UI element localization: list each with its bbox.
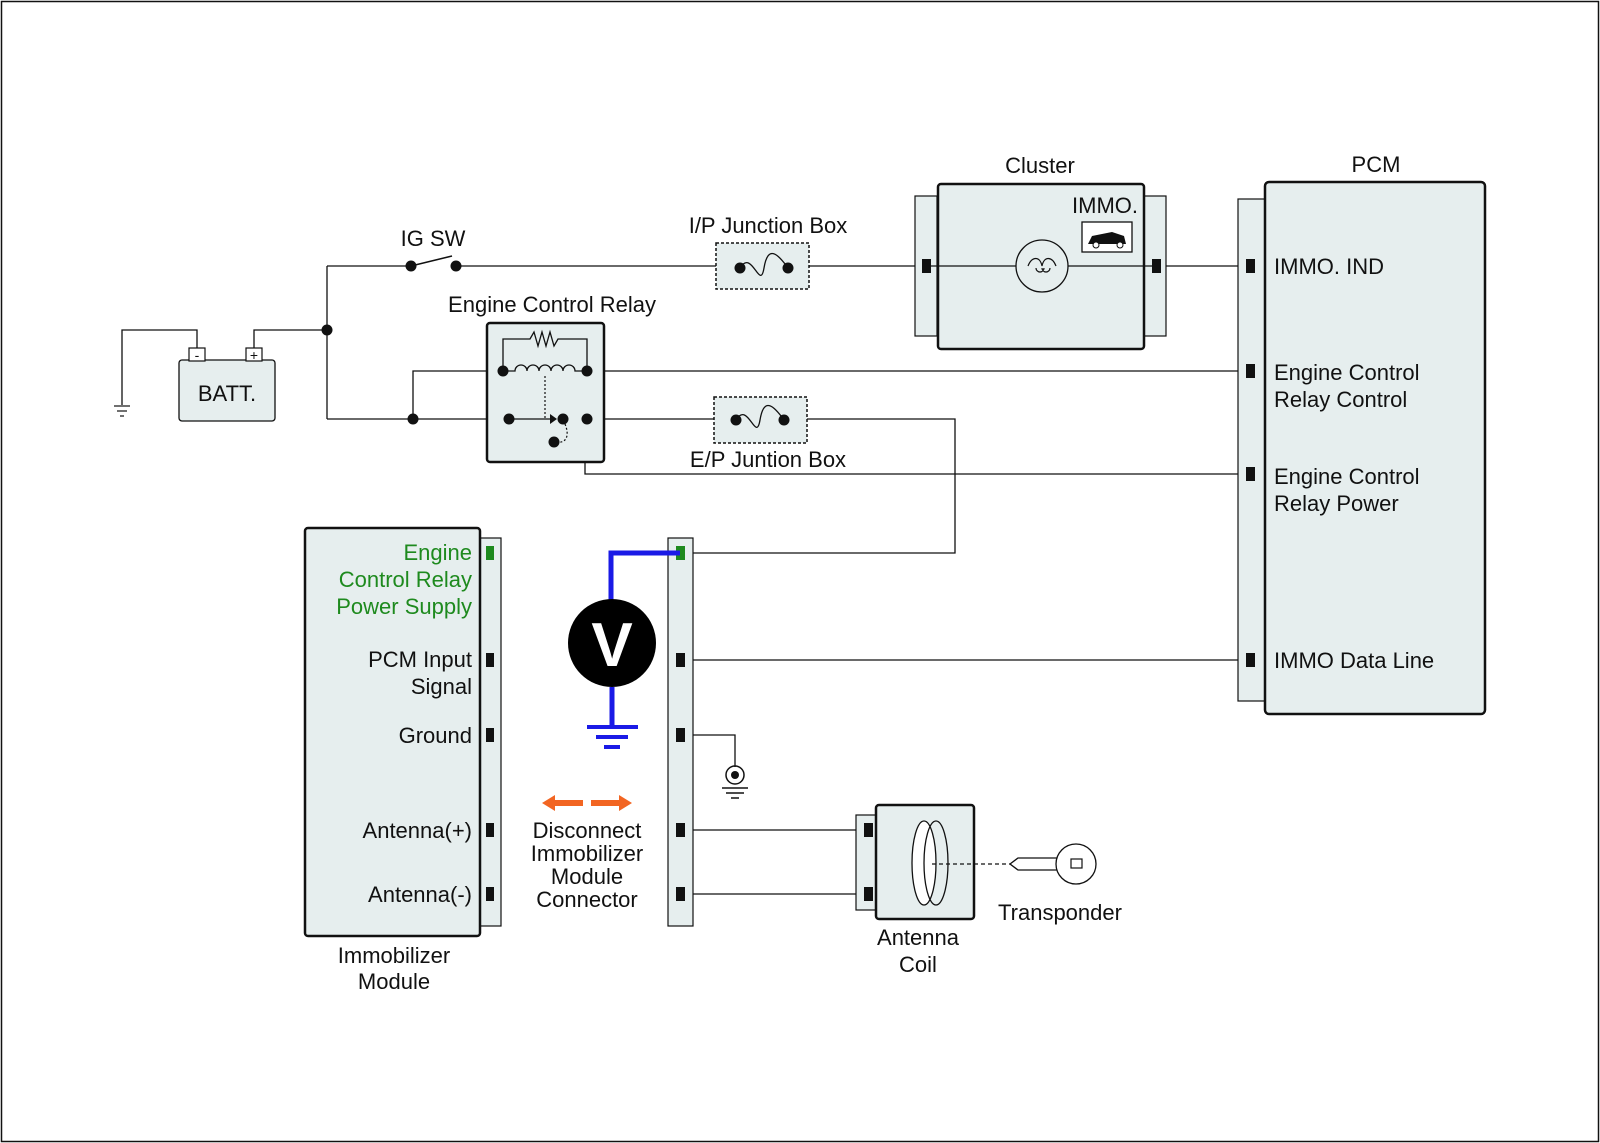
disconnect-note-text: Immobilizer (531, 841, 643, 866)
battery-ground-icon (114, 405, 130, 417)
harness-connector (667, 537, 694, 927)
key-blade-icon (1008, 857, 1059, 871)
pcm-pin-immo-ind (1246, 259, 1255, 273)
pcm-pin-label: Engine Control (1274, 360, 1420, 385)
immo-pin-label: Ground (399, 723, 472, 748)
antenna-coil-label: Coil (899, 952, 937, 977)
disconnect-note-text: Disconnect (533, 818, 642, 843)
immo-pin-ground (486, 728, 494, 742)
pcm-pin-label: IMMO. IND (1274, 254, 1384, 279)
ignition-switch: IG SW (401, 226, 466, 272)
immo-pin-label-highlight: Engine (403, 540, 472, 565)
immo-pin-label: PCM Input (368, 647, 472, 672)
cluster-label: Cluster (1005, 153, 1075, 178)
ep-junction-box: E/P Juntion Box (690, 396, 846, 472)
pcm-pin-label: Engine Control (1274, 464, 1420, 489)
battery-plus-label: + (250, 347, 258, 363)
disconnect-arrows-icon (542, 795, 632, 811)
voltmeter-label: V (591, 611, 632, 680)
relay-coil-icon (503, 364, 587, 372)
cluster: Cluster IMMO. (914, 153, 1167, 351)
fuse-icon (735, 405, 785, 428)
harness-pin-engine-relay (676, 546, 685, 560)
immo-pin-label: Signal (411, 674, 472, 699)
immo-label: IMMO. (1072, 193, 1138, 218)
immo-pin-antenna-plus (486, 823, 494, 837)
immo-pin-label-highlight: Control Relay (339, 567, 472, 592)
battery: - + BATT. (178, 347, 276, 422)
pcm: PCM IMMO. IND Engine Control Relay Contr… (1237, 152, 1487, 716)
chassis-ground-icon (722, 765, 748, 799)
immobilizer-module-label: Module (358, 969, 430, 994)
disconnect-note: Disconnect Immobilizer Module Connector (531, 795, 643, 912)
engine-control-relay: Engine Control Relay (448, 292, 656, 464)
antenna-coil: Antenna Coil (855, 803, 976, 977)
meter-positive-lead (608, 550, 680, 600)
pcm-pin-label: Relay Power (1274, 491, 1399, 516)
pcm-pins (1246, 259, 1255, 667)
engine-control-relay-label: Engine Control Relay (448, 292, 656, 317)
indicator-lamp-icon (1015, 239, 1069, 293)
transponder-label: Transponder (998, 900, 1122, 925)
immo-pin-label: Antenna(-) (368, 882, 472, 907)
immobilizer-module-label: Immobilizer (338, 943, 450, 968)
disconnect-note-text: Connector (536, 887, 638, 912)
immo-car-key-icon (1088, 232, 1126, 244)
disconnect-note-text: Module (551, 864, 623, 889)
voltmeter: V (568, 550, 680, 749)
ip-junction-box: I/P Junction Box (689, 213, 848, 290)
battery-minus-label: - (195, 347, 200, 363)
immo-pin-label-highlight: Power Supply (336, 594, 472, 619)
relay-resistor-icon (502, 329, 588, 371)
pcm-pin-relay-power (1246, 467, 1255, 481)
ip-junction-box-label: I/P Junction Box (689, 213, 848, 238)
battery-label: BATT. (198, 381, 256, 406)
immo-pin-label: Antenna(+) (363, 818, 472, 843)
immo-pin-pcm-input (486, 653, 494, 667)
pcm-pin-label: IMMO Data Line (1274, 648, 1434, 673)
transponder-key: Transponder (932, 843, 1122, 925)
fuse-icon (739, 253, 789, 276)
ig-sw-label: IG SW (401, 226, 466, 251)
pcm-pin-relay-control (1246, 364, 1255, 378)
wires (121, 265, 1246, 895)
pcm-pin-label: Relay Control (1274, 387, 1407, 412)
pcm-pin-immo-data (1246, 653, 1255, 667)
immo-pin-engine-relay (486, 546, 494, 560)
pcm-label: PCM (1352, 152, 1401, 177)
immobilizer-module: Engine Control Relay Power Supply PCM In… (303, 526, 502, 994)
antenna-coil-label: Antenna (877, 925, 960, 950)
immo-pin-antenna-minus (486, 887, 494, 901)
ep-junction-box-label: E/P Juntion Box (690, 447, 846, 472)
junction-dots (321, 324, 419, 425)
